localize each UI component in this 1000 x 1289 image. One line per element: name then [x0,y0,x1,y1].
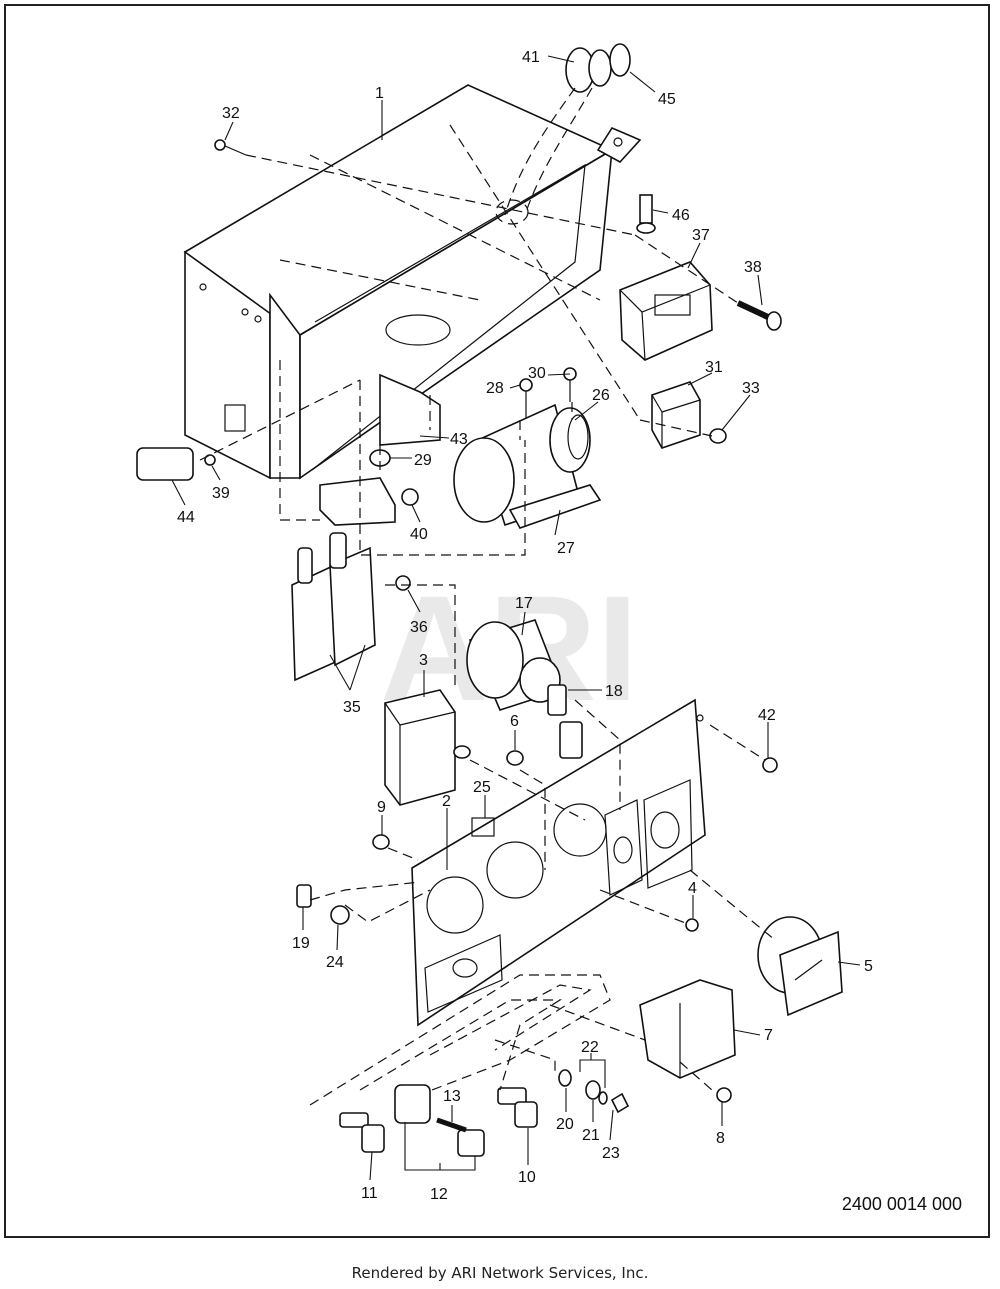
callout-37: 37 [692,227,710,244]
relay-pair-35 [291,532,411,682]
cable-grommet [495,43,631,225]
callout-11: 11 [361,1185,378,1202]
screw-42 [762,757,778,773]
washer-40 [401,488,419,506]
cap-44 [136,447,194,481]
callout-33: 33 [742,380,760,397]
control-panel-2 [411,698,706,1027]
callout-43: 43 [450,431,468,448]
callout-32: 32 [222,105,240,122]
washer-33 [709,428,727,444]
callout-44: 44 [177,509,195,526]
callout-12: 12 [430,1186,448,1203]
callout-25: 25 [473,779,491,796]
callout-31: 31 [705,359,723,376]
assembly-lines [199,124,776,1106]
callout-9: 9 [377,799,386,816]
callout-21: 21 [582,1127,600,1144]
meter-5 [757,916,843,1017]
callout-27: 27 [557,540,575,557]
callout-17: 17 [515,595,533,612]
callout-26: 26 [592,387,610,404]
callout-23: 23 [602,1145,620,1162]
callout-39: 39 [212,485,230,502]
callout-4: 4 [688,880,697,897]
fuse-holder-12 [394,1084,485,1157]
bolt-38 [736,300,782,331]
callout-45: 45 [658,91,676,108]
callout-28: 28 [486,380,504,397]
callout-24: 24 [326,954,344,971]
callout-18: 18 [605,683,623,700]
circuit-breaker-3 [384,689,471,806]
control-box-housing [183,84,642,480]
render-credit: Rendered by ARI Network Services, Inc. [351,1264,649,1282]
nut-6 [506,750,524,766]
callout-29: 29 [414,452,432,469]
screw-39 [204,454,216,466]
callout-42: 42 [758,707,776,724]
callout-46: 46 [672,207,690,224]
callout-3: 3 [419,652,428,669]
binding-post-10 [497,1087,538,1128]
bracket-43 [379,373,441,446]
callout-8: 8 [716,1130,725,1147]
nut-9 [372,834,390,850]
clip-bracket [319,477,396,526]
screw-28 [519,378,533,418]
binding-post-11 [339,1112,385,1153]
receptacle-7 [639,979,736,1079]
screw-4 [685,918,699,932]
callout-35: 35 [343,699,361,716]
callout-40: 40 [410,526,428,543]
callout-20: 20 [556,1116,574,1133]
screw-30 [563,367,577,402]
callout-13: 13 [443,1088,461,1105]
callout-7: 7 [764,1027,773,1044]
bolt-32 [214,139,226,151]
screw-19 [296,884,312,908]
block-31 [651,381,701,449]
bolt-46 [636,194,656,234]
key-18 [547,684,567,716]
lockwasher-24 [330,905,350,925]
drawing-number: 2400 0014 000 [841,1194,962,1214]
callout-6: 6 [510,713,519,730]
callout-19: 19 [292,935,310,952]
callout-36: 36 [410,619,428,636]
callout-5: 5 [864,958,873,975]
bracket-27 [508,484,602,529]
hardware-20-23 [558,1069,630,1114]
callout-41: 41 [522,49,540,66]
callout-labels: 1 32 41 45 46 37 38 31 33 30 28 26 43 29… [177,49,873,1203]
callout-2: 2 [442,793,451,810]
diagram-frame [4,4,990,1238]
module-37 [619,261,713,361]
callout-10: 10 [518,1169,536,1186]
callout-30: 30 [528,365,546,382]
callout-22: 22 [581,1039,599,1056]
screw-36 [395,575,411,591]
callout-38: 38 [744,259,762,276]
fuse-13 [436,1117,467,1133]
screw-8 [716,1087,732,1103]
callout-1: 1 [375,85,384,102]
ignition-switch-17 [466,619,583,759]
leader-lines [171,55,861,1181]
